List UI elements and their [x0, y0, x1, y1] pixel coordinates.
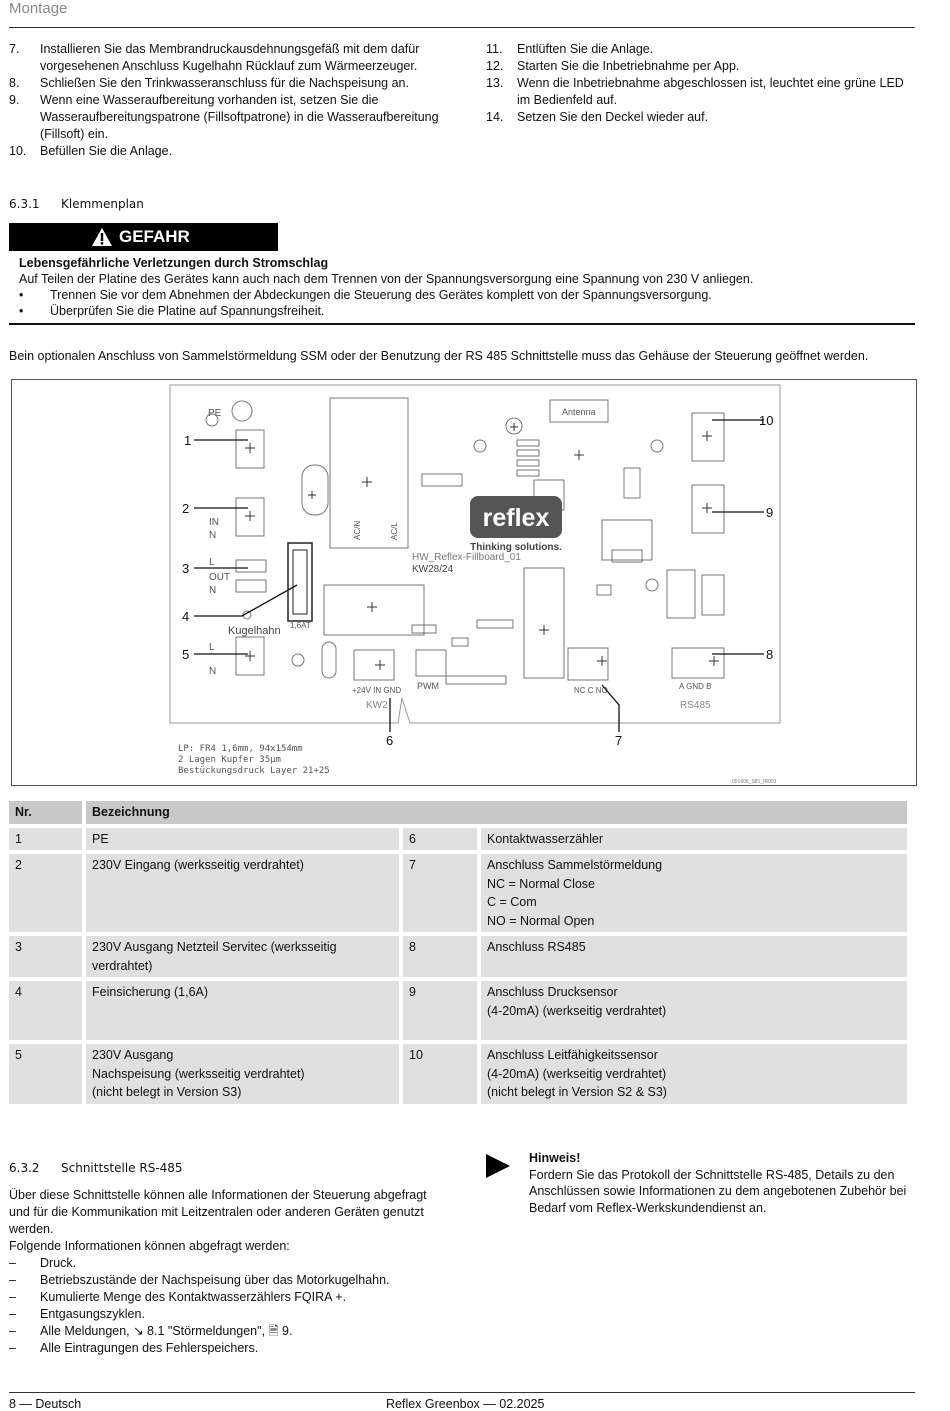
step-9: 9.Wenn eine Wasseraufbereitung vorhanden… [9, 93, 439, 141]
step-13: 13.Wenn die Inbetriebnahme abgeschlossen… [486, 76, 904, 107]
callout-5: 5 [182, 647, 189, 662]
board-label-n: N [209, 530, 216, 541]
terminal-table: Nr. Bezeichnung 1 PE 6 Kontaktwasserzähl… [9, 797, 911, 1108]
board-label-pwm: PWM [417, 681, 439, 691]
list-item: –Kumulierte Menge des Kontaktwasserzähle… [9, 1290, 347, 1304]
list-item: –Druck. [9, 1256, 77, 1270]
danger-banner: GEFAHR [9, 223, 278, 251]
board-label-out: OUT [209, 572, 230, 583]
intro-text: Bein optionalen Anschluss von Sammelstör… [9, 349, 869, 363]
board-label-kw: KW28/24 [412, 564, 454, 575]
page-header-title: Montage [9, 0, 68, 17]
hint-text: Fordern Sie das Protokoll der Schnittste… [529, 1167, 907, 1215]
board-label-ac-l: AC/L [390, 522, 399, 540]
circuit-board-figure: PE IN N L OUT N L N Kugelhahn 1,6AT Ante… [11, 379, 917, 786]
steps-left: 7.Installieren Sie das Membrandruckausde… [9, 41, 449, 160]
step-8: 8.Schließen Sie den Trinkwasseranschluss… [9, 76, 409, 90]
callout-4: 4 [182, 609, 189, 624]
table-header-nr: Nr. [9, 801, 86, 824]
reflex-logo-text: reflex [483, 504, 550, 532]
list-item: –Betriebszustände der Nachspeisung über … [9, 1273, 390, 1287]
reflex-slogan: Thinking solutions. [470, 542, 562, 553]
board-label-kw-pins: +24V IN GND [352, 686, 401, 695]
callout-6: 6 [386, 733, 393, 748]
board-label-in: IN [209, 517, 219, 528]
steps-right: 11.Entlüften Sie die Anlage. 12.Starten … [486, 41, 916, 126]
danger-bullet: •Überprüfen Sie die Platine auf Spannung… [19, 304, 325, 318]
board-label-n: N [209, 585, 216, 596]
footer-page: 8 — Deutsch [9, 1397, 82, 1411]
board-label-l: L [209, 642, 215, 653]
table-row: 2 230V Eingang (werksseitig verdrahtet) … [9, 854, 911, 932]
footer-rule [9, 1392, 915, 1393]
table-row: 5 230V Ausgang Nachspeisung (werksseitig… [9, 1044, 911, 1104]
step-10: 10.Befüllen Sie die Anlage. [9, 144, 173, 158]
step-14: 14.Setzen Sie den Deckel wieder auf. [486, 110, 709, 124]
board-label-rs-name: RS485 [680, 700, 711, 711]
figure-code: 001606_S81_IR001 [732, 779, 777, 785]
header-rule [9, 27, 915, 28]
callout-7: 7 [615, 733, 622, 748]
danger-label: GEFAHR [119, 227, 190, 246]
danger-rule [9, 323, 915, 325]
danger-body: Lebensgefährliche Verletzungen durch Str… [19, 255, 909, 319]
board-label-ssm-pins: NC C NO [574, 686, 608, 695]
board-label-kw-name: KW2 [366, 700, 388, 711]
table-header-row: Nr. Bezeichnung [9, 801, 911, 824]
board-label-l: L [209, 557, 215, 568]
table-row: 4 Feinsicherung (1,6A) 9 Anschluss Druck… [9, 981, 911, 1040]
board-note-1: LP: FR4 1,6mm, 94x154mm [178, 744, 303, 754]
step-11: 11.Entlüften Sie die Anlage. [486, 42, 654, 56]
danger-title: Lebensgefährliche Verletzungen durch Str… [19, 256, 329, 270]
callout-8: 8 [766, 647, 773, 662]
callout-2: 2 [182, 501, 189, 516]
list-item: –Entgasungszyklen. [9, 1307, 145, 1321]
footer-title: Reflex Greenbox — 02.2025 [386, 1397, 545, 1411]
board-note-3: Bestückungsdruck Layer 21+25 [178, 766, 330, 776]
list-item: –Alle Meldungen, ↘ 8.1 "Störmeldungen", … [9, 1324, 293, 1338]
callout-9: 9 [766, 505, 773, 520]
table-header-bezeichnung: Bezeichnung [86, 801, 911, 824]
list-item: –Alle Eintragungen des Fehlerspeichers. [9, 1341, 259, 1355]
step-12: 12.Starten Sie die Inbetriebnahme per Ap… [486, 59, 740, 73]
board-label-antenna: Antenna [562, 407, 596, 417]
reflex-logo-icon [470, 496, 562, 538]
board-label-name: HW_Reflex-Fillboard_01 [412, 552, 521, 563]
board-label-n: N [209, 666, 216, 677]
arrow-right-icon [486, 1154, 510, 1178]
warning-triangle-icon [92, 228, 112, 246]
callout-10: 10 [759, 413, 773, 428]
table-row: 1 PE 6 Kontaktwasserzähler [9, 827, 911, 850]
table-row: 3 230V Ausgang Netzteil Servitec (werkss… [9, 936, 911, 977]
step-7: 7.Installieren Sie das Membrandruckausde… [9, 42, 420, 73]
board-label-pe: PE [208, 408, 222, 419]
board-label-rs-pins: A GND B [679, 682, 711, 691]
board-label-kugelhahn: Kugelhahn [228, 625, 281, 637]
callout-3: 3 [182, 561, 189, 576]
board-label-ac-n: AC/N [353, 521, 362, 540]
board-label-fuse: 1,6AT [290, 621, 311, 630]
circuit-board-diagram: PE IN N L OUT N L N Kugelhahn 1,6AT Ante… [169, 384, 781, 785]
board-note-2: 2 Lagen Kupfer 35µm [178, 755, 281, 765]
danger-bullet: •Trennen Sie vor dem Abnehmen der Abdeck… [19, 288, 712, 302]
hint-title: Hinweis! [529, 1151, 581, 1165]
callout-1: 1 [184, 433, 191, 448]
danger-text: Auf Teilen der Platine des Gerätes kann … [19, 272, 754, 286]
rs485-description: Über diese Schnittstelle können alle Inf… [9, 1187, 449, 1357]
